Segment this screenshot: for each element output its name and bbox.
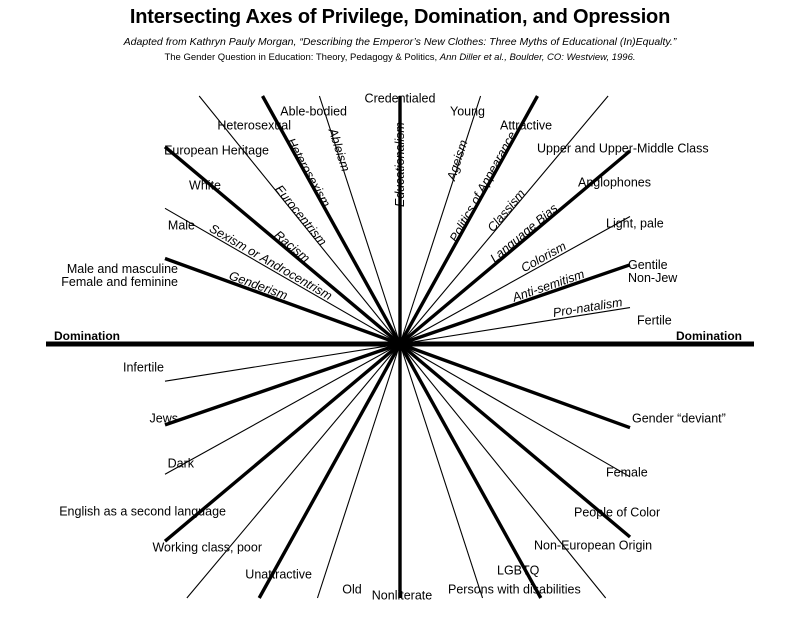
oppressed-endpoint-label: Old (342, 582, 362, 597)
ray-privileged-0 (164, 256, 401, 346)
ray-oppressed-12 (164, 342, 401, 427)
ray-privileged-5 (318, 95, 401, 345)
privileged-endpoint-label: Anglophones (578, 175, 651, 190)
ray-privileged-1 (164, 207, 401, 345)
oppressed-endpoint-label: Working class, poor (152, 540, 262, 555)
oppressed-endpoint-label: Persons with disabilities (448, 582, 581, 597)
endpoint-label-line: Infertile (123, 360, 164, 375)
privileged-endpoint-label: Light, pale (606, 216, 664, 231)
endpoint-label-line: Female (606, 465, 648, 480)
ray-privileged-3 (198, 95, 401, 345)
endpoint-label-line: Young (450, 104, 485, 119)
endpoint-label-line: English as a second language (59, 504, 226, 519)
ray-privileged-9 (399, 95, 609, 345)
endpoint-label-line: LGBTQ (497, 563, 540, 578)
oppressed-endpoint-label: Gender “deviant” (632, 411, 726, 426)
endpoint-label-line: Gentile (628, 258, 668, 272)
domination-label-left: Domination (54, 329, 120, 343)
endpoint-label-line: Light, pale (606, 216, 664, 231)
ray-oppressed-3 (399, 343, 607, 599)
ray-oppressed-8 (257, 343, 402, 599)
endpoint-label-line: Fertile (637, 313, 672, 328)
page-title: Intersecting Axes of Privilege, Dominati… (129, 6, 671, 28)
ray-privileged-4 (261, 95, 402, 345)
endpoint-label-line: Able-bodied (280, 104, 347, 119)
endpoint-label-line: Non-Jew (628, 271, 678, 285)
ray-privileged-2 (163, 145, 402, 346)
oppressed-endpoint-label: Unattractive (245, 567, 312, 582)
system-of-oppression-label: Educationalism (393, 122, 407, 207)
oppressed-endpoint-label: English as a second language (59, 504, 226, 519)
endpoint-label-line: Attractive (500, 118, 553, 133)
oppressed-endpoint-label: Jews (149, 411, 178, 426)
ray-oppressed-5 (399, 343, 484, 599)
privileged-endpoint-label: European Heritage (164, 143, 269, 158)
privileged-endpoint-label: Attractive (500, 118, 553, 133)
ray-privileged-13 (399, 307, 631, 345)
endpoint-label-line: Credentialed (364, 91, 436, 106)
ray-oppressed-1 (399, 343, 631, 478)
subtitle-citation-line1: Adapted from Kathryn Pauly Morgan, “Desc… (123, 36, 677, 48)
endpoint-label-line: Anglophones (578, 175, 651, 190)
ray-group (163, 95, 632, 599)
ray-oppressed-9 (186, 343, 401, 599)
oppressed-endpoint-label: Dark (167, 456, 194, 471)
subtitle-publisher: , Boulder, CO: Westview, 1996. (504, 52, 636, 63)
ray-privileged-11 (399, 216, 631, 345)
ray-privileged-12 (399, 263, 631, 346)
privileged-endpoint-label: White (189, 178, 221, 193)
oppressed-endpoint-label: People of Color (574, 505, 661, 520)
ray-oppressed-0 (399, 342, 631, 430)
privileged-endpoint-label: Upper and Upper-Middle Class (537, 141, 709, 156)
ray-oppressed-11 (164, 343, 401, 475)
endpoint-label-line: Male (167, 218, 195, 233)
endpoint-label-line: Heterosexual (217, 118, 291, 133)
oppressed-endpoint-label: LGBTQ (497, 563, 540, 578)
ray-oppressed-13 (164, 343, 401, 382)
privileged-endpoint-label: Heterosexual (217, 118, 291, 133)
ray-oppressed-4 (398, 343, 543, 599)
privileged-endpoint-label: Able-bodied (280, 104, 347, 119)
oppressed-endpoint-label: Nonliterate (371, 588, 433, 603)
domination-label-right: Domination (676, 329, 742, 343)
endpoint-label-line: Persons with disabilities (448, 582, 581, 597)
endpoint-label-line: Jews (149, 411, 178, 426)
oppressed-endpoint-label: Female (606, 465, 648, 480)
endpoint-label-line: Gender “deviant” (632, 411, 726, 426)
privileged-endpoint-label: Fertile (637, 313, 672, 328)
privileged-endpoint-label: Male (167, 218, 195, 233)
ray-privileged-8 (398, 95, 539, 345)
ray-privileged-10 (398, 149, 632, 346)
endpoint-label-line: Female and feminine (61, 275, 178, 289)
endpoint-label-line: Nonliterate (371, 588, 433, 603)
oppressed-endpoint-label: Infertile (123, 360, 164, 375)
endpoint-label-line: Upper and Upper-Middle Class (537, 141, 709, 156)
endpoint-label-line: Unattractive (245, 567, 312, 582)
privileged-endpoint-label: Young (450, 104, 485, 119)
subtitle-editor: Ann Diller et al. (439, 52, 505, 63)
endpoint-label-line: Dark (167, 456, 194, 471)
endpoint-label-line: European Heritage (164, 143, 269, 158)
endpoint-label-line: Old (342, 582, 362, 597)
ray-oppressed-2 (398, 342, 632, 539)
endpoint-label-line: White (189, 178, 221, 193)
endpoint-label-line: People of Color (574, 505, 661, 520)
endpoint-label-line: Male and masculine (66, 262, 178, 276)
oppressed-endpoint-label: Non-European Origin (534, 538, 653, 553)
endpoint-label-line: Working class, poor (152, 540, 262, 555)
ray-privileged-7 (399, 95, 482, 345)
ray-oppressed-7 (316, 343, 401, 599)
subtitle-citation-line2: The Gender Question in Education: Theory… (0, 52, 800, 63)
subtitle-source-title: The Gender Question in Education: Theory… (164, 52, 440, 63)
ray-oppressed-10 (163, 342, 402, 543)
privileged-endpoint-label: Credentialed (364, 91, 436, 106)
endpoint-label-line: Non-European Origin (534, 538, 653, 553)
